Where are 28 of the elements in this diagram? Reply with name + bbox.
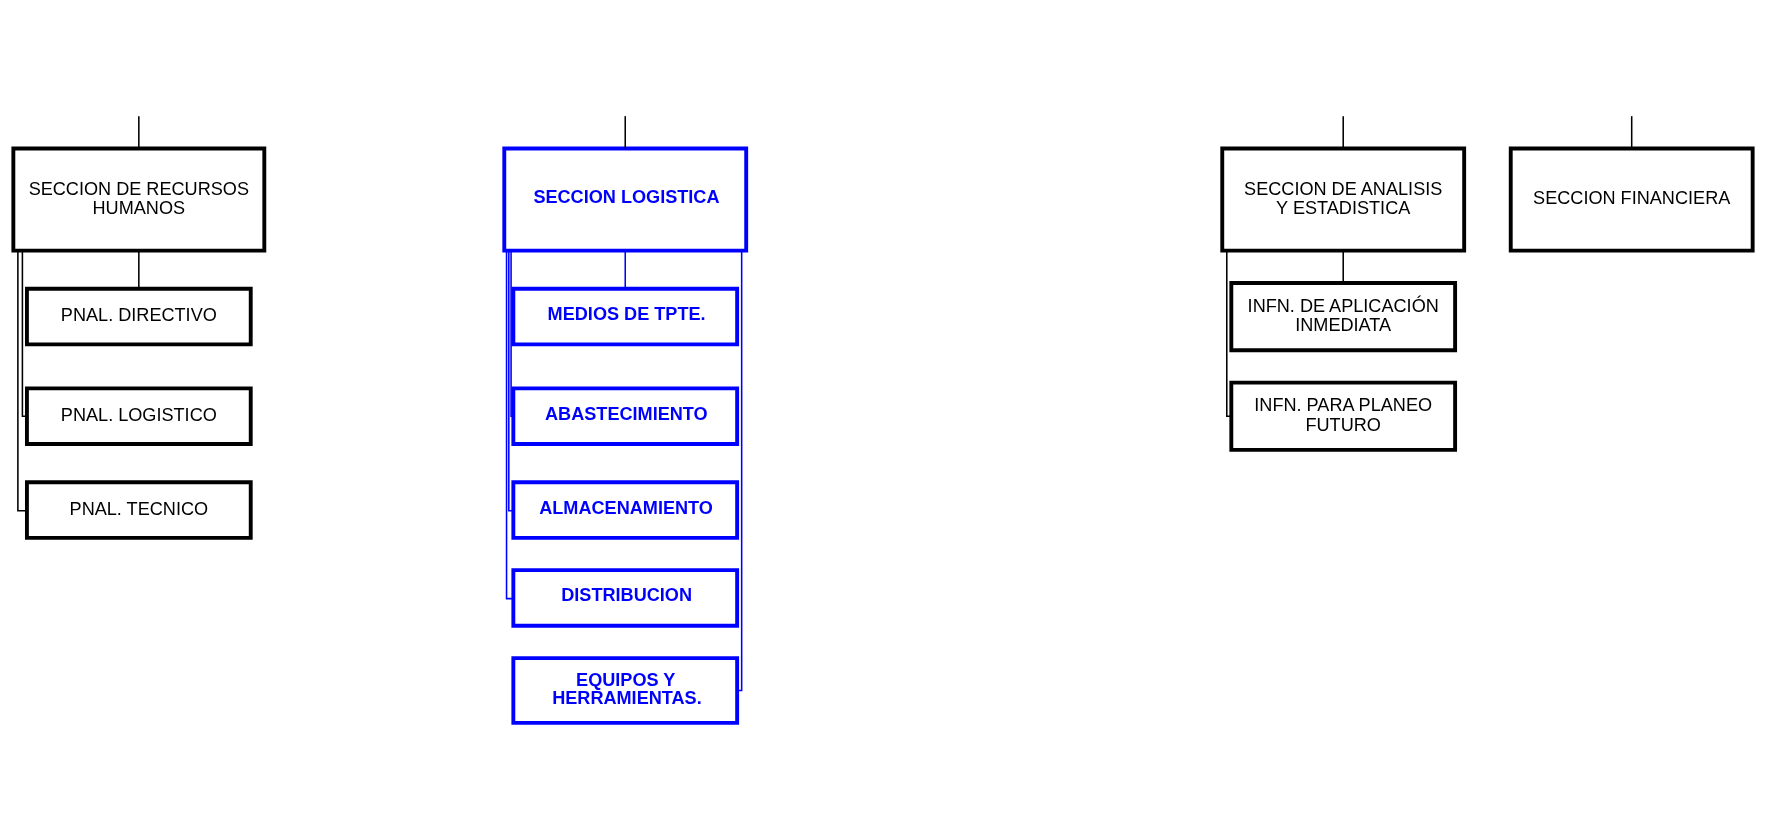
node-box: PNAL. DIRECTIVO bbox=[25, 286, 253, 346]
node-box: PNAL. TECNICO bbox=[25, 479, 253, 540]
node-box: INFN. PARA PLANEO FUTURO bbox=[1229, 380, 1458, 452]
connector bbox=[1630, 114, 1633, 149]
node-box: ALMACENAMIENTO bbox=[511, 479, 740, 540]
node-box: SECCION LOGISTICA bbox=[502, 146, 749, 253]
connector bbox=[505, 249, 515, 599]
connector bbox=[508, 249, 514, 511]
node-box: MEDIOS DE TPTE. bbox=[511, 286, 740, 346]
connector bbox=[138, 114, 140, 149]
node-box: SECCION DE ANALISIS Y ESTADISTICA bbox=[1220, 146, 1467, 253]
node-box: ABASTECIMIENTO bbox=[511, 386, 740, 446]
node-box: EQUIPOS Y HERRAMIENTAS. bbox=[511, 655, 740, 725]
connector bbox=[1342, 114, 1344, 149]
connector bbox=[1226, 249, 1232, 417]
node-box: SECCION DE RECURSOS HUMANOS bbox=[11, 146, 267, 253]
node-box: DISTRIBUCION bbox=[511, 567, 740, 628]
node-box: SECCION FINANCIERA bbox=[1508, 146, 1755, 253]
connector bbox=[21, 249, 28, 417]
connector bbox=[624, 249, 626, 290]
connector bbox=[1342, 249, 1344, 284]
node-box: PNAL. LOGISTICO bbox=[25, 386, 253, 446]
node-box: INFN. DE APLICACIÓN INMEDIATA bbox=[1229, 280, 1458, 352]
connector bbox=[17, 249, 28, 511]
connector bbox=[138, 249, 140, 290]
connector bbox=[510, 249, 514, 417]
connector bbox=[624, 114, 626, 149]
connector bbox=[736, 249, 743, 691]
